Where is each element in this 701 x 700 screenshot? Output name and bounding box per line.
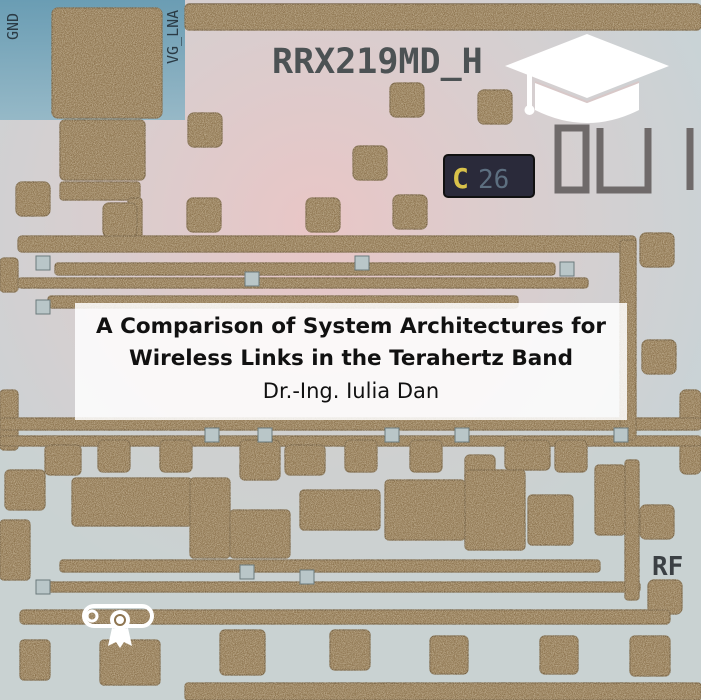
- code-c-label: C: [452, 162, 469, 195]
- rf-label: RF: [652, 552, 683, 582]
- graduation-cap-icon: [505, 34, 669, 123]
- title-line-1: A Comparison of System Architectures for: [95, 314, 606, 339]
- title-card: A Comparison of System Architectures for…: [75, 303, 627, 420]
- title-line-2: Wireless Links in the Terahertz Band: [129, 346, 573, 371]
- certificate-icon: [82, 604, 154, 648]
- code-number-label: 26: [478, 165, 509, 195]
- vg-lna-label: VG_LNA: [164, 10, 182, 64]
- gnd-label: GND: [4, 13, 22, 40]
- author-name: Dr.-Ing. Iulia Dan: [262, 379, 440, 403]
- part-number-label: RRX219MD_H: [272, 42, 483, 82]
